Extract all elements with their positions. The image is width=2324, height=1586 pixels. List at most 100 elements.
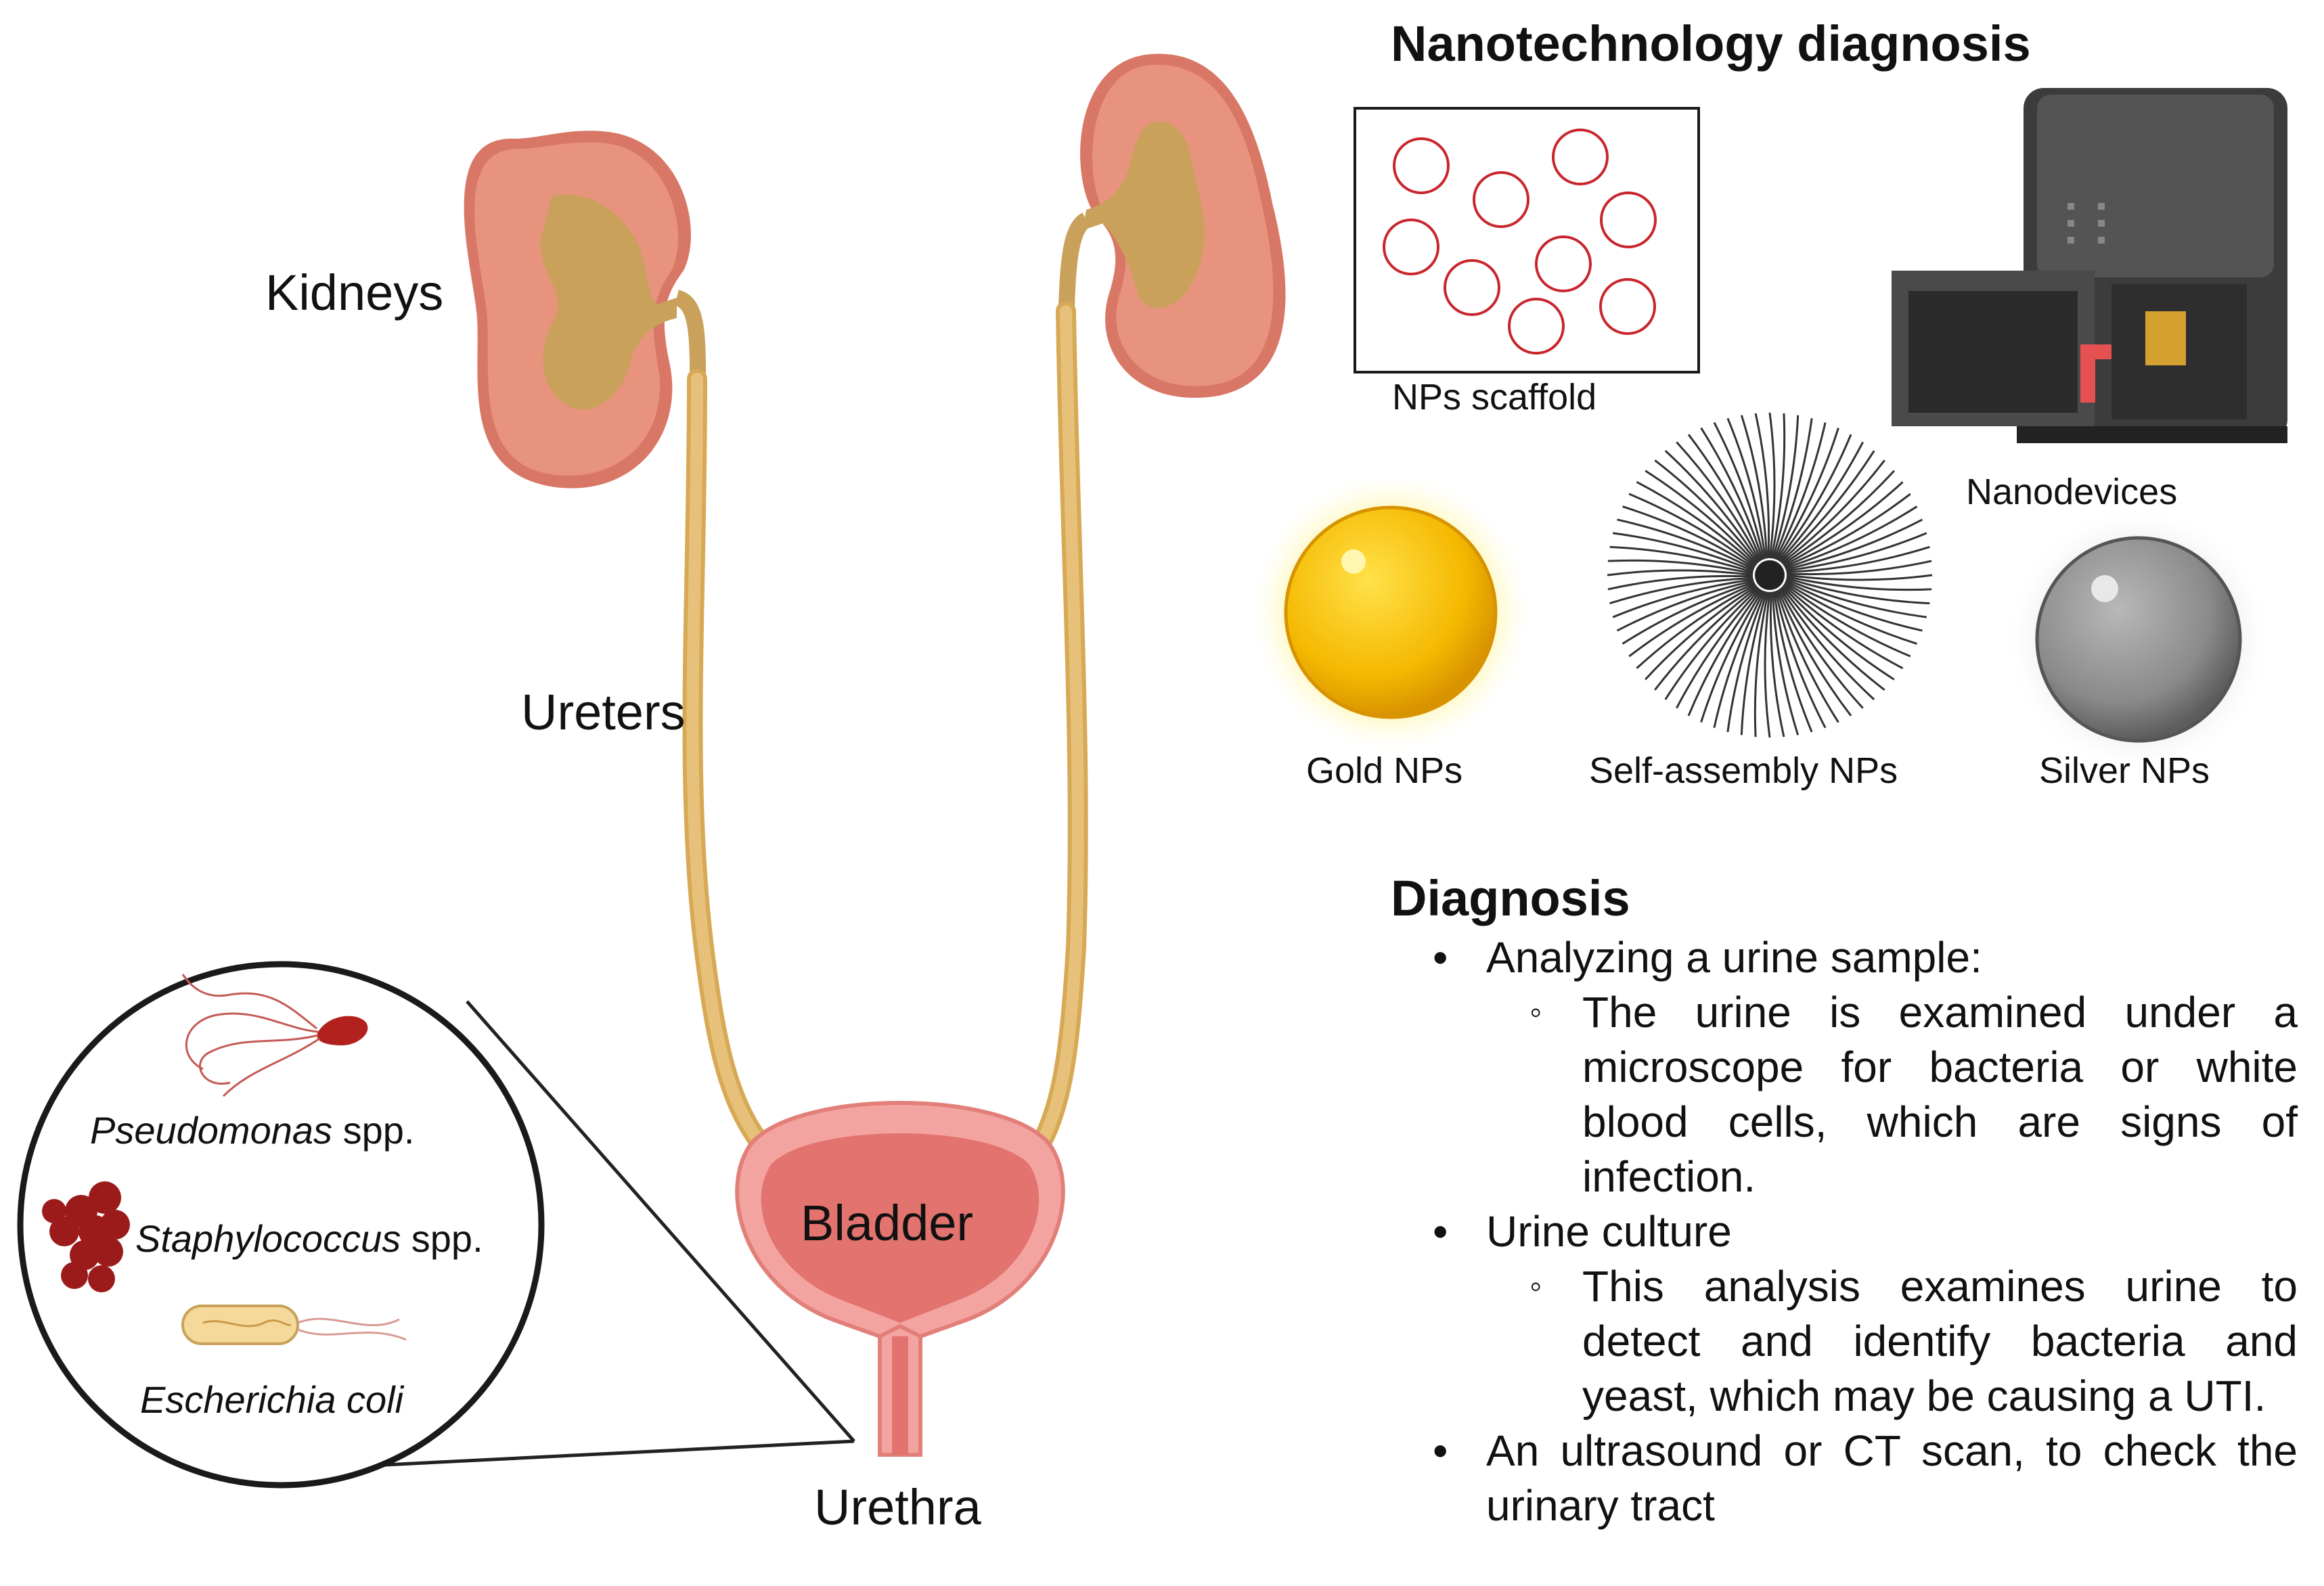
- bladder: [735, 1101, 1065, 1457]
- self-assembly-strand: [1771, 591, 1800, 735]
- self-assembly-strand: [1779, 587, 1875, 700]
- self-assembly-strand: [1612, 532, 1754, 572]
- label-gold-nps: Gold NPs: [1306, 750, 1463, 791]
- self-assembly-strand: [1676, 588, 1761, 709]
- label-staphylococcus: Staphylococcus spp.: [135, 1217, 483, 1261]
- label-bladder: Bladder: [801, 1195, 974, 1251]
- self-assembly-strand: [1612, 578, 1754, 618]
- self-assembly-strand: [1607, 574, 1753, 591]
- diagnosis-heading: Diagnosis: [1391, 870, 1630, 926]
- self-assembly-strand: [1772, 591, 1813, 733]
- gold-np-figure: [1252, 474, 1529, 751]
- self-assembly-strand: [1664, 587, 1760, 700]
- diagnosis-item-3: An ultrasound or CT scan, to check the u…: [1391, 1424, 2298, 1533]
- self-assembly-strand: [1768, 412, 1776, 559]
- nanodevice-figure: [1892, 88, 2287, 443]
- self-assembly-strand: [1700, 427, 1764, 560]
- diagnosis-list: Analyzing a urine sample: The urine is e…: [1391, 930, 2298, 1533]
- self-assembly-strand: [1782, 585, 1895, 681]
- self-assembly-strand: [1607, 569, 1753, 576]
- self-assembly-strand: [1713, 422, 1765, 560]
- right-kidney: [1058, 53, 1286, 407]
- staphylococcus-genus: Staphylococcus: [135, 1217, 401, 1260]
- self-assembly-strand: [1779, 441, 1864, 562]
- self-assembly-strand: [1687, 589, 1762, 717]
- self-assembly-strand: [1786, 575, 1932, 591]
- diagnosis-subitem-2: This analysis examines urine to detect a…: [1391, 1259, 2298, 1424]
- self-assembly-strand: [1779, 588, 1864, 709]
- ecoli-icon: [181, 1305, 407, 1345]
- self-assembly-strand: [1777, 434, 1852, 562]
- label-urethra: Urethra: [814, 1479, 981, 1535]
- self-assembly-strand: [1780, 450, 1875, 563]
- pathogen-magnifier: [17, 961, 855, 1489]
- self-assembly-strand: [1726, 417, 1767, 560]
- self-assembly-strand: [1740, 415, 1768, 559]
- self-assembly-strand: [1700, 589, 1764, 723]
- label-kidneys: Kidneys: [265, 265, 444, 321]
- self-assembly-strand: [1786, 545, 1930, 574]
- diagnosis-item-1: Analyzing a urine sample:: [1391, 930, 2298, 985]
- diagnosis-subitem-1: The urine is examined under a microscope…: [1391, 985, 2298, 1204]
- label-ecoli: Escherichia coli: [140, 1378, 403, 1422]
- pseudomonas-suffix: spp.: [332, 1109, 415, 1152]
- self-assembly-strand: [1622, 505, 1756, 569]
- self-assembly-strand: [1783, 481, 1904, 566]
- self-assembly-strand: [1785, 532, 1927, 572]
- self-assembly-strand: [1645, 585, 1758, 681]
- self-assembly-strand: [1607, 559, 1753, 575]
- self-assembly-strand: [1783, 584, 1904, 669]
- self-assembly-strand: [1628, 493, 1756, 568]
- self-assembly-strand: [1664, 450, 1760, 563]
- self-assembly-strand: [1784, 581, 1917, 645]
- self-assembly-strand: [1786, 574, 1933, 581]
- self-assembly-strand: [1636, 481, 1757, 566]
- self-assembly-strand: [1617, 518, 1755, 570]
- self-assembly-strand: [1785, 518, 1923, 570]
- nps-scaffold-figure: [1354, 107, 1700, 373]
- self-assembly-strand: [1753, 591, 1770, 738]
- left-kidney: [464, 131, 707, 489]
- self-assembly-strand: [1740, 591, 1768, 735]
- self-assembly-strand: [1726, 591, 1766, 733]
- self-assembly-strand: [1769, 591, 1785, 738]
- self-assembly-strand: [1783, 583, 1911, 658]
- self-assembly-strand: [1781, 459, 1885, 564]
- pseudomonas-icon: [181, 974, 368, 1097]
- pseudomonas-genus: Pseudomonas: [90, 1109, 333, 1152]
- silver-np-figure: [2010, 511, 2267, 768]
- self-assembly-strand: [1785, 579, 1927, 618]
- diagnosis-item-2: Urine culture: [1391, 1204, 2298, 1259]
- self-assembly-strand: [1777, 589, 1852, 717]
- ecoli-name: Escherichia coli: [140, 1378, 404, 1421]
- self-assembly-strand: [1776, 428, 1839, 561]
- label-silver-nps: Silver NPs: [2039, 750, 2210, 791]
- staphylococcus-suffix: spp.: [401, 1217, 483, 1260]
- label-self-assembly-nps: Self-assembly NPs: [1589, 750, 1898, 791]
- self-assembly-strand: [1687, 434, 1762, 561]
- ureters: [682, 301, 1088, 1174]
- label-pseudomonas: Pseudomonas spp.: [90, 1108, 414, 1152]
- self-assembly-strand: [1628, 583, 1756, 658]
- self-assembly-strand: [1616, 580, 1754, 632]
- self-assembly-strand: [1713, 590, 1765, 728]
- self-assembly-strand: [1622, 581, 1755, 645]
- self-assembly-strand: [1609, 576, 1753, 605]
- self-assembly-strand: [1654, 459, 1759, 564]
- staphylococcus-icon: [42, 1181, 130, 1292]
- self-assembly-strand: [1776, 590, 1839, 723]
- self-assembly-strand: [1785, 580, 1923, 632]
- self-assembly-strand: [1773, 417, 1813, 560]
- self-assembly-strand: [1770, 413, 1786, 559]
- self-assembly-strand: [1676, 441, 1761, 562]
- self-assembly-strand: [1785, 505, 1918, 569]
- self-assembly-strand: [1782, 470, 1895, 566]
- self-assembly-strand: [1774, 422, 1827, 560]
- self-assembly-strand: [1636, 584, 1757, 669]
- self-assembly-strand: [1781, 586, 1885, 691]
- figure-title: Nanotechnology diagnosis: [1391, 16, 2031, 72]
- label-ureters: Ureters: [521, 684, 686, 740]
- self-assembly-strand: [1786, 560, 1932, 576]
- label-nps-scaffold: NPs scaffold: [1392, 377, 1597, 417]
